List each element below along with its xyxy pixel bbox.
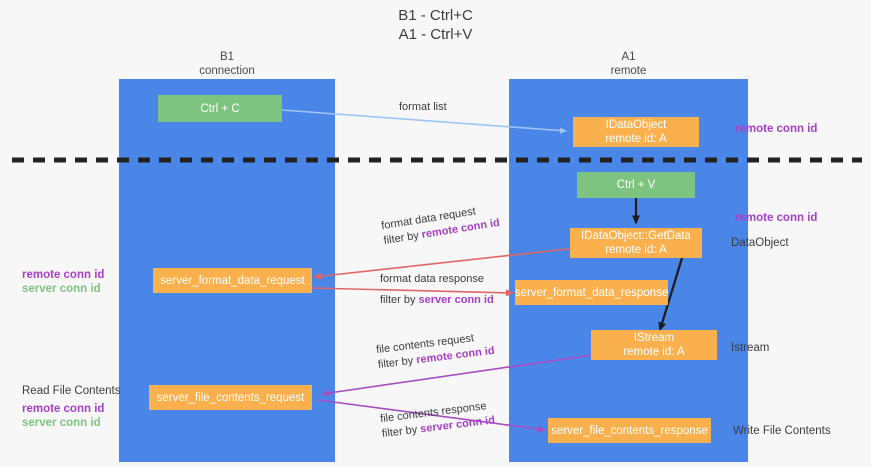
annotation-right-istream: Istream bbox=[731, 342, 770, 354]
box-idataobject-line2: remote id: A bbox=[605, 133, 667, 145]
box-server-file-contents-response[interactable]: server_file_contents_response bbox=[548, 418, 711, 443]
box-istream-line2: remote id: A bbox=[623, 346, 685, 358]
column-header-a1: A1 remote bbox=[509, 50, 748, 78]
box-server-format-data-request-label: server_format_data_request bbox=[160, 274, 305, 287]
page-title: B1 - Ctrl+C A1 - Ctrl+V bbox=[0, 6, 871, 44]
arrow-getdata-to-istream bbox=[658, 257, 684, 332]
edge-label-file-contents-response-filter-prefix: filter by bbox=[381, 423, 421, 441]
box-idataobject-line1: IDataObject bbox=[605, 119, 667, 131]
annotation-left-server-conn-id-2: server conn id bbox=[22, 417, 101, 429]
box-ctrl-c[interactable]: Ctrl + C bbox=[158, 95, 282, 122]
box-ctrl-c-label: Ctrl + C bbox=[200, 102, 240, 115]
edge-label-format-data-response: format data response filter by server co… bbox=[380, 272, 494, 308]
box-istream-line1: IStream bbox=[633, 332, 675, 344]
edge-label-format-data-response-filter-prefix: filter by bbox=[380, 294, 419, 306]
arrow-file-contents-request bbox=[321, 354, 593, 397]
arrow-format-data-request bbox=[313, 247, 577, 280]
column-header-a1-name: A1 bbox=[621, 51, 636, 63]
arrow-file-contents-response bbox=[317, 399, 546, 433]
column-header-b1-role: connection bbox=[199, 65, 255, 77]
annotation-left-server-conn-id-1: server conn id bbox=[22, 283, 101, 295]
box-server-file-contents-response-label: server_file_contents_response bbox=[551, 424, 708, 437]
column-header-b1: B1 connection bbox=[119, 50, 335, 78]
edge-label-format-data-response-filter-key: server conn id bbox=[418, 294, 494, 306]
edge-label-format-data-response-text: format data response bbox=[380, 273, 484, 285]
annotation-left-remote-conn-id-1: remote conn id bbox=[22, 269, 105, 281]
column-header-b1-name: B1 bbox=[219, 51, 235, 63]
title-line-1: B1 - Ctrl+C bbox=[398, 7, 473, 24]
box-server-format-data-request[interactable]: server_format_data_request bbox=[153, 268, 312, 293]
box-server-file-contents-request[interactable]: server_file_contents_request bbox=[149, 385, 312, 410]
edge-label-file-contents-request-filter-prefix: filter by bbox=[377, 354, 417, 372]
title-line-2: A1 - Ctrl+V bbox=[398, 26, 473, 43]
box-server-file-contents-request-label: server_file_contents_request bbox=[156, 391, 305, 404]
annotation-left-remote-conn-id-2: remote conn id bbox=[22, 403, 105, 415]
box-server-format-data-response-label: server_format_data_response bbox=[514, 286, 669, 299]
box-ctrl-v-label: Ctrl + V bbox=[616, 179, 656, 191]
arrow-format-data-response bbox=[311, 287, 514, 297]
box-ctrl-v[interactable]: Ctrl + V bbox=[577, 172, 695, 198]
edge-label-format-list: format list bbox=[399, 100, 447, 115]
box-server-format-data-response[interactable]: server_format_data_response bbox=[515, 280, 668, 305]
box-idataobject-getdata[interactable]: IDataObject::GetData remote id: A bbox=[570, 228, 702, 258]
annotation-left-read-file-contents: Read File Contents bbox=[22, 385, 121, 397]
column-header-a1-role: remote bbox=[610, 65, 647, 77]
annotation-right-remote-conn-id-2: remote conn id bbox=[735, 212, 818, 224]
box-idataobject[interactable]: IDataObject remote id: A bbox=[573, 117, 699, 147]
box-idataobject-getdata-line1: IDataObject::GetData bbox=[581, 230, 691, 242]
box-istream[interactable]: IStream remote id: A bbox=[591, 330, 717, 360]
edge-label-format-list-text: format list bbox=[399, 101, 447, 113]
box-idataobject-getdata-line2: remote id: A bbox=[605, 244, 667, 256]
arrow-format-list bbox=[281, 109, 567, 134]
annotation-right-dataobject: DataObject bbox=[731, 237, 789, 249]
annotation-right-remote-conn-id-1: remote conn id bbox=[735, 123, 818, 135]
annotation-right-write-file-contents: Write File Contents bbox=[733, 425, 831, 437]
